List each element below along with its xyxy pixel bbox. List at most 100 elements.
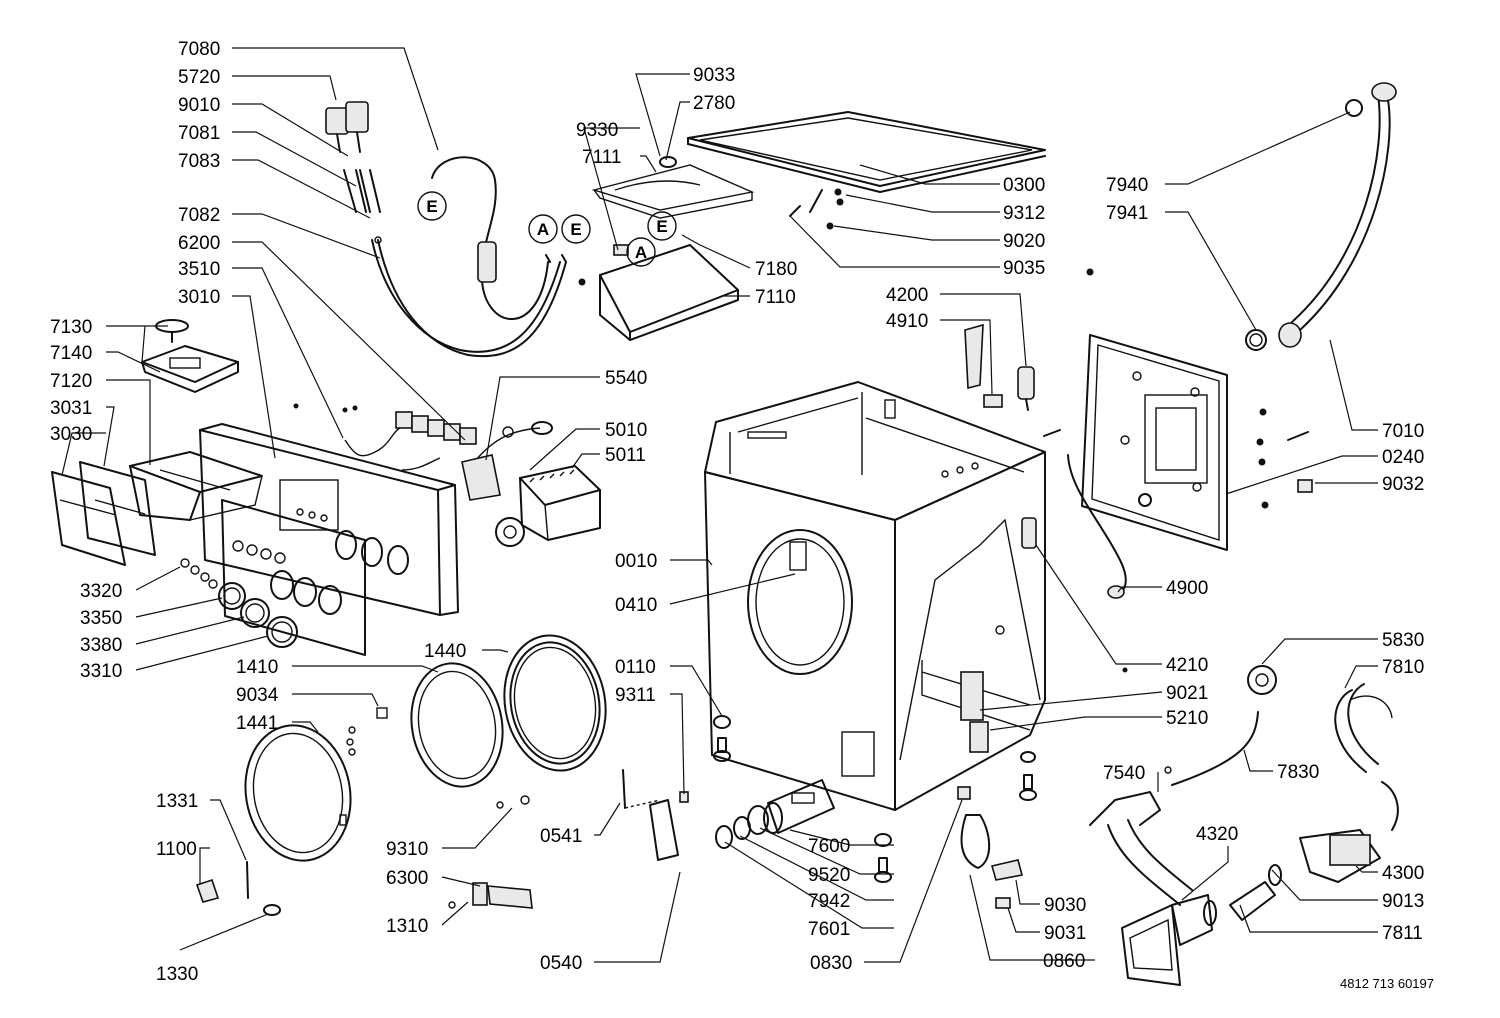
- part-label: 9033: [693, 65, 735, 86]
- part-label: 7140: [50, 343, 92, 364]
- part-label: 3310: [80, 661, 122, 682]
- part-label: 7080: [178, 39, 220, 60]
- part-label: 7540: [1103, 763, 1145, 784]
- callout-mark-text: A: [537, 220, 549, 239]
- wiring-harness: [344, 411, 553, 471]
- part-label: 7130: [50, 317, 92, 338]
- door-hinge-parts: [195, 707, 533, 916]
- callout-e-mid: E: [561, 214, 591, 244]
- drawing-reference-number: 4812 713 60197: [1340, 976, 1434, 991]
- part-label: 5720: [178, 67, 220, 88]
- part-label: 0010: [615, 551, 657, 572]
- part-label: 1310: [386, 916, 428, 937]
- part-label: 3030: [50, 424, 92, 445]
- control-panel-3010: [199, 423, 459, 656]
- part-label: 0300: [1003, 175, 1045, 196]
- part-label: 9520: [808, 865, 850, 886]
- part-label: 9013: [1382, 891, 1424, 912]
- part-label: 7811: [1382, 923, 1423, 944]
- part-label: 9330: [576, 120, 618, 141]
- control-knobs: [180, 558, 298, 648]
- part-label: 9310: [386, 839, 428, 860]
- callout-mark-text: E: [656, 217, 667, 236]
- dispenser-housing-7110: [591, 156, 755, 341]
- leader-lines: [61, 47, 1378, 963]
- pump-filter-7600: [715, 779, 835, 849]
- part-label: 5011: [605, 445, 646, 466]
- part-label: 0830: [810, 953, 852, 974]
- part-label: 5830: [1382, 630, 1424, 651]
- part-label: 4300: [1382, 863, 1424, 884]
- part-label: 4900: [1166, 578, 1208, 599]
- part-label: 3031: [50, 398, 92, 419]
- callout-mark-text: A: [635, 243, 647, 262]
- callout-mark-text: E: [426, 197, 437, 216]
- part-label: 3320: [80, 581, 122, 602]
- electrical-components: [964, 323, 1127, 599]
- part-label: 7941: [1106, 203, 1148, 224]
- cabinet-0010: [704, 381, 1046, 811]
- part-label: 5010: [605, 420, 647, 441]
- part-label: 7081: [178, 123, 220, 144]
- inlet-hoses: [371, 156, 567, 358]
- part-label: 7940: [1106, 175, 1148, 196]
- callout-mark-text: E: [570, 220, 581, 239]
- part-label: 7111: [582, 147, 621, 168]
- worktop-0300: [687, 111, 1046, 193]
- drain-pump-assembly: [1089, 665, 1399, 986]
- part-label: 9020: [1003, 231, 1045, 252]
- callout-a-mid: A: [528, 214, 558, 244]
- callout-a-right: A: [626, 237, 656, 267]
- callout-e-right: E: [647, 211, 677, 241]
- part-labels: 7080 5720 9010 7081 7083 7082 6200 3510 …: [50, 39, 1424, 985]
- part-label: 3010: [178, 287, 220, 308]
- part-label: 9030: [1044, 895, 1086, 916]
- part-label: 7083: [178, 151, 220, 172]
- part-label: 7601: [808, 919, 850, 940]
- part-label: 7010: [1382, 421, 1424, 442]
- part-label: 6300: [386, 868, 428, 889]
- part-label: 4200: [886, 285, 928, 306]
- part-label: 7600: [808, 836, 850, 857]
- part-label: 0110: [615, 657, 656, 678]
- part-label: 1441: [236, 713, 278, 734]
- drain-parts: [957, 671, 1023, 909]
- inlet-valve-5720: [325, 101, 382, 244]
- screws: [293, 188, 1313, 673]
- part-label: 7830: [1277, 762, 1319, 783]
- part-label: 0410: [615, 595, 657, 616]
- feet-0110: [713, 715, 1037, 883]
- callout-e-left: E: [417, 191, 447, 221]
- part-label: 9021: [1166, 683, 1208, 704]
- part-label: 3350: [80, 608, 122, 629]
- part-label: 9312: [1003, 203, 1045, 224]
- part-label: 5540: [605, 368, 647, 389]
- part-label: 9035: [1003, 258, 1045, 279]
- part-label: 1331: [156, 791, 198, 812]
- push-button-7130: [141, 319, 239, 393]
- part-label: 0541: [540, 826, 582, 847]
- part-label: 9032: [1382, 474, 1424, 495]
- callout-marks: E A E E A: [417, 191, 677, 267]
- part-label: 1410: [236, 657, 278, 678]
- part-label: 1440: [424, 641, 466, 662]
- part-label: 3510: [178, 259, 220, 280]
- part-label: 7180: [755, 259, 797, 280]
- part-label: 9311: [615, 685, 656, 706]
- timer-module-5010: [461, 454, 601, 547]
- part-label: 3380: [80, 635, 122, 656]
- part-label: 9031: [1044, 923, 1086, 944]
- part-label: 7942: [808, 891, 850, 912]
- part-label: 7082: [178, 205, 220, 226]
- part-label: 7810: [1382, 657, 1424, 678]
- part-label: 0240: [1382, 447, 1424, 468]
- part-label: 1100: [156, 839, 197, 860]
- part-label: 5210: [1166, 708, 1208, 729]
- part-label: 1330: [156, 964, 198, 985]
- rear-panel-0240: [1081, 334, 1228, 551]
- part-label: 7110: [755, 287, 796, 308]
- part-label: 0860: [1043, 951, 1085, 972]
- part-label: 9010: [178, 95, 220, 116]
- part-label: 4910: [886, 311, 928, 332]
